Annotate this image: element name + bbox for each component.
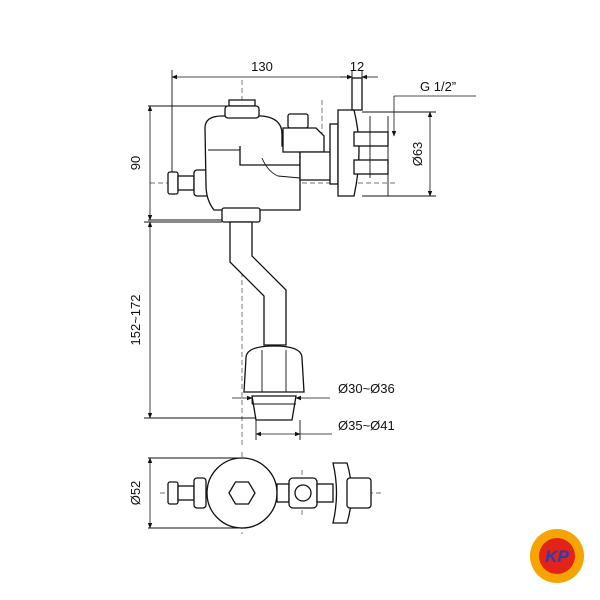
dim-thread: G 1/2”	[420, 79, 456, 94]
dim-body-diameter: Ø52	[128, 481, 143, 506]
logo-core	[539, 538, 575, 574]
hex-nut	[228, 481, 256, 505]
wall-flange	[337, 77, 389, 197]
top-view	[160, 452, 384, 534]
dim-width-overall: 130	[251, 59, 273, 74]
outlet-nut	[243, 345, 305, 393]
inlet-connection	[282, 113, 341, 185]
dim-flange-thickness: 12	[350, 59, 364, 74]
dimension-lines	[144, 70, 476, 529]
outlet-spud	[251, 395, 297, 421]
logo-text: KP	[545, 547, 569, 566]
dim-flange-diameter: Ø63	[410, 142, 425, 167]
brand-logo: KP	[530, 529, 584, 583]
dim-pipe-length: 152~172	[128, 295, 143, 346]
front-view	[150, 77, 395, 445]
union-collar	[221, 207, 261, 223]
dim-height-top: 90	[128, 156, 143, 170]
dim-outlet-inner-diameter: Ø30~Ø36	[338, 381, 395, 396]
offset-pipe	[229, 221, 287, 346]
dim-outlet-outer-diameter: Ø35~Ø41	[338, 418, 395, 433]
valve-body	[204, 99, 301, 211]
